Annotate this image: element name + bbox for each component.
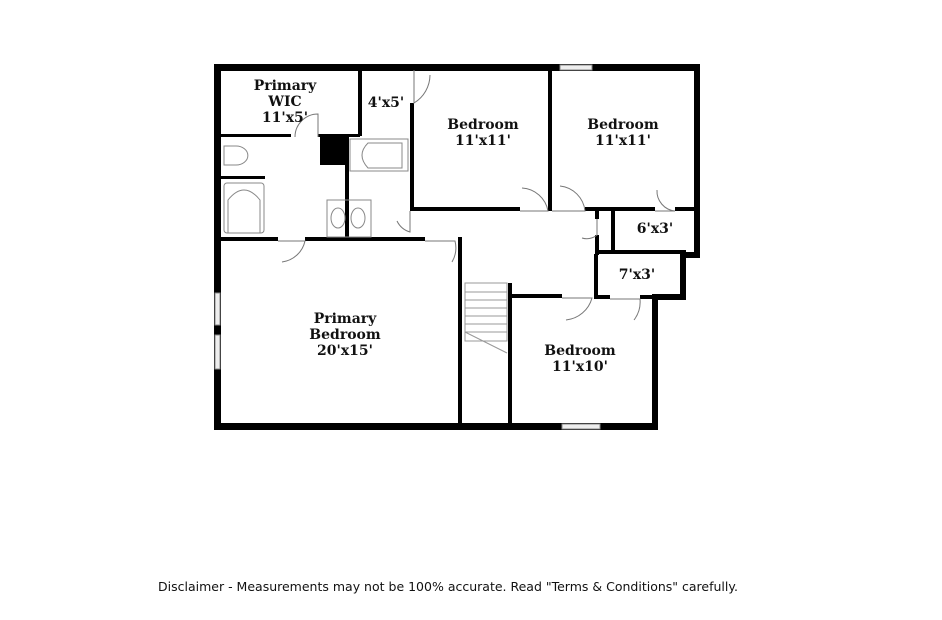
room-label-bedroom-2: Bedroom 11'x11': [587, 117, 658, 149]
room-label-primary-wic: Primary WIC 11'x5': [250, 78, 320, 126]
doors: [278, 70, 676, 321]
room-name: Bedroom: [544, 343, 616, 359]
room-size: 7'x3': [618, 267, 656, 283]
disclaimer: Disclaimer - Measurements may not be 100…: [158, 579, 738, 594]
room-name: Primary Bedroom: [309, 311, 381, 343]
room-name: Bedroom: [447, 117, 519, 133]
room-size: 11'x11': [455, 133, 511, 149]
room-label-closet-7x3: 7'x3': [619, 267, 655, 283]
room-size: 11'x11': [595, 133, 651, 149]
room-size: 20'x15': [317, 343, 373, 359]
windows: [214, 64, 601, 430]
walls: [214, 64, 700, 430]
room-size: 4'x5': [367, 95, 405, 111]
room-label-closet-4x5: 4'x5': [368, 95, 404, 111]
room-size: 11'x5': [261, 110, 309, 126]
fixtures: [223, 138, 409, 238]
room-label-bedroom-1: Bedroom 11'x11': [447, 117, 518, 149]
room-label-closet-6x3: 6'x3': [637, 221, 673, 237]
room-size: 6'x3': [636, 221, 674, 237]
room-name: Primary WIC: [253, 78, 317, 110]
room-size: 11'x10': [552, 359, 608, 375]
room-name: Bedroom: [587, 117, 659, 133]
room-label-bedroom-3: Bedroom 11'x10': [544, 343, 615, 375]
room-label-primary-bedroom: Primary Bedroom 20'x15': [305, 311, 385, 359]
stairs: [464, 282, 508, 354]
